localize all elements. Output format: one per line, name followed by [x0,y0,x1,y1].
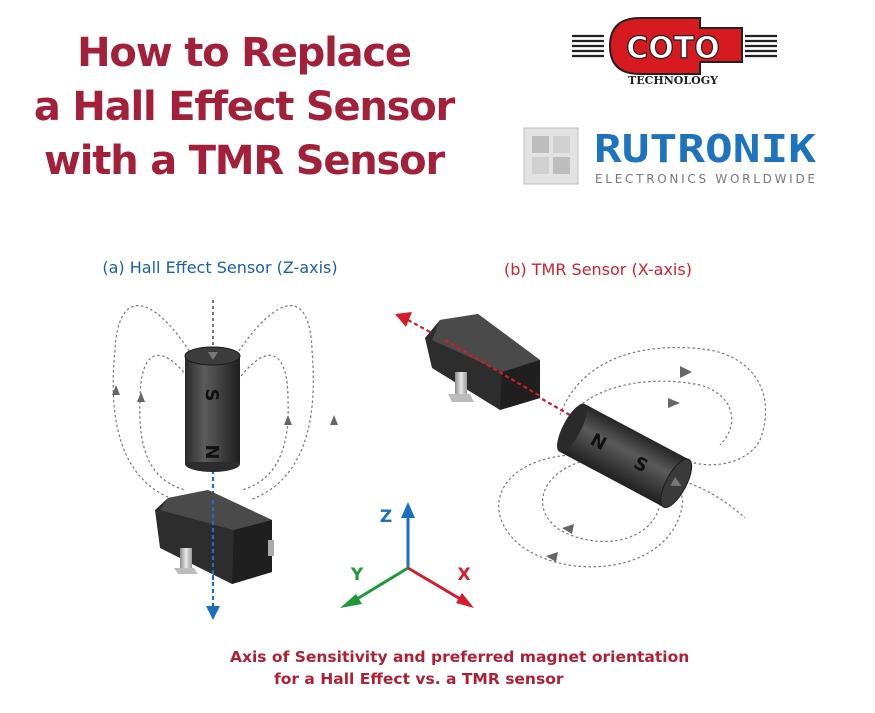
panel-a-label: (a) Hall Effect Sensor (Z-axis) [102,258,337,277]
field-arrows-a [112,385,338,425]
rutronik-logo-sub: ELECTRONICS WORLDWIDE [595,172,815,186]
y-axis-line [351,566,409,604]
pole-a-bottom: N [201,444,222,459]
title-line-1: How to Replace [77,30,412,76]
coto-logo-sub: TECHNOLOGY [628,74,718,87]
coto-logo: COTO TECHNOLOGY [572,17,777,87]
pole-a-top: S [201,389,222,402]
z-axis-label: Z [380,507,392,527]
magnet-a: S N [184,346,241,472]
sensor-a [155,490,274,584]
panel-b-tmr: (b) TMR Sensor (X-axis) [395,260,767,568]
panel-b-label: (b) TMR Sensor (X-axis) [504,260,692,279]
magnet-b: N S [557,403,693,509]
x-axis-line [407,566,463,602]
page-title: How to Replace a Hall Effect Sensor with… [14,26,474,188]
x-axis-arrow [456,593,474,608]
title-line-3: with a TMR Sensor [44,138,445,184]
axis-arrow-a [206,606,220,620]
sensor-b [425,314,541,410]
panel-a-hall: (a) Hall Effect Sensor (Z-axis) S N [102,258,338,620]
y-axis-arrow [340,594,362,608]
axis-arrow-b [395,312,412,327]
y-axis-label: Y [350,565,364,585]
title-line-2: a Hall Effect Sensor [33,84,455,130]
axis-triad: Z Y X [340,502,474,608]
coto-logo-name: COTO [626,31,720,66]
rutronik-logo: RUTRONIK ELECTRONICS WORLDWIDE [523,127,816,186]
z-axis-arrow [401,502,415,518]
rutronik-logo-name: RUTRONIK [594,127,816,171]
field-lines-a [112,305,314,501]
caption-line-1: Axis of Sensitivity and preferred magnet… [230,648,690,666]
field-arrows-b [546,366,692,562]
caption-line-2: for a Hall Effect vs. a TMR sensor [274,670,564,688]
x-axis-label: X [457,565,470,585]
